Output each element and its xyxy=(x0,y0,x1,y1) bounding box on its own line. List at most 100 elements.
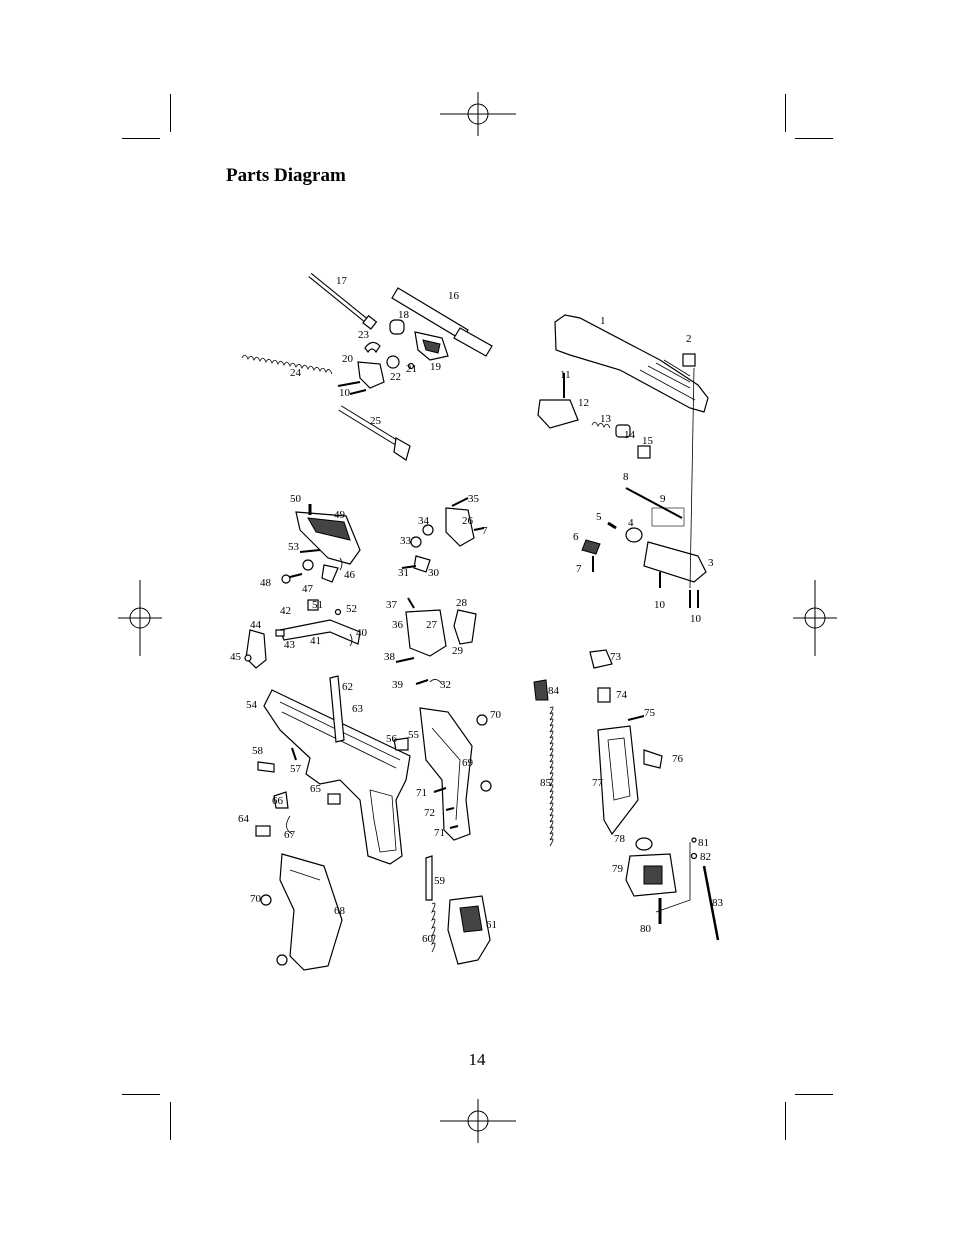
part-label: 66 xyxy=(272,795,284,807)
part-label: 44 xyxy=(250,619,262,631)
crop-mark xyxy=(170,1102,171,1140)
part-label: 45 xyxy=(230,651,242,663)
part-label: 57 xyxy=(290,763,302,775)
part-block xyxy=(357,361,385,389)
part-label: 32 xyxy=(440,679,451,691)
part-label: 68 xyxy=(334,905,346,917)
part-label: 49 xyxy=(334,509,346,521)
part-label: 62 xyxy=(342,681,353,693)
part-label: 71 xyxy=(416,787,427,799)
part-label: 14 xyxy=(624,429,636,441)
part-label: 70 xyxy=(490,709,502,721)
part-recoil-spring xyxy=(241,354,333,375)
crop-mark xyxy=(795,1094,833,1095)
page-number: 14 xyxy=(468,1050,486,1069)
crop-mark xyxy=(170,94,171,132)
part-label: 13 xyxy=(600,413,612,425)
part-label: 10 xyxy=(690,613,702,625)
part-label: 43 xyxy=(284,639,296,651)
part-label: 12 xyxy=(578,397,589,409)
part-label: 73 xyxy=(610,651,622,663)
part-label: 25 xyxy=(370,415,382,427)
part-right-grip xyxy=(419,707,473,841)
crop-mark xyxy=(785,1102,786,1140)
part-label: 78 xyxy=(614,833,626,845)
part-label: 47 xyxy=(302,583,314,595)
part-outer-barrel xyxy=(391,287,493,357)
part-label: 8 xyxy=(623,471,629,483)
part-label: 61 xyxy=(486,919,497,931)
part-label: 35 xyxy=(468,493,480,505)
page-title: Parts Diagram xyxy=(226,165,346,186)
part-label: 79 xyxy=(612,863,624,875)
part-label: 24 xyxy=(290,367,302,379)
part-frame xyxy=(263,689,411,865)
part-label: 16 xyxy=(448,290,460,302)
part-label: 80 xyxy=(640,923,652,935)
crop-mark xyxy=(122,138,160,139)
part-label: 64 xyxy=(238,813,250,825)
part-left-grip xyxy=(279,853,343,971)
part-label: 74 xyxy=(616,689,628,701)
part-slide xyxy=(554,314,709,413)
part-label: 29 xyxy=(452,645,464,657)
part-label: 83 xyxy=(712,897,724,909)
part-label: 55 xyxy=(408,729,420,741)
part-label: 7 xyxy=(576,563,582,575)
part-label: 65 xyxy=(310,783,322,795)
part-label: 9 xyxy=(660,493,666,505)
part-label: 5 xyxy=(596,511,602,523)
part-label: 4 xyxy=(628,517,634,529)
part-hop-up xyxy=(537,399,579,429)
part-label: 56 xyxy=(386,733,398,745)
part-label: 76 xyxy=(672,753,684,765)
part-label: 18 xyxy=(398,309,410,321)
part-label: 50 xyxy=(290,493,302,505)
part-sear xyxy=(445,507,475,547)
part-hammer-housing xyxy=(405,609,447,657)
part-label: 70 xyxy=(250,893,262,905)
part-rear-sight xyxy=(682,353,696,367)
part-label: 54 xyxy=(246,699,258,711)
part-label: 48 xyxy=(260,577,272,589)
part-label: 59 xyxy=(434,875,446,887)
part-magazine xyxy=(597,725,639,836)
part-label: 10 xyxy=(654,599,666,611)
part-barrel xyxy=(308,273,378,330)
part-plate xyxy=(581,539,601,555)
part-label: 23 xyxy=(358,329,370,341)
part-label: 69 xyxy=(462,757,474,769)
crop-mark xyxy=(785,94,786,132)
part-label: 6 xyxy=(573,531,579,543)
part-label: 10 xyxy=(339,387,351,399)
part-piston-head xyxy=(625,527,643,543)
part-label: 21 xyxy=(406,363,417,375)
part-rod xyxy=(625,487,683,519)
part-trigger-bar xyxy=(279,619,361,645)
registration-mark-icon xyxy=(118,580,162,656)
parts-diagram: 1 2 3 4 5 6 7 7 8 9 10 10 10 11 12 13 14… xyxy=(230,273,724,971)
part-clip xyxy=(364,341,381,354)
part-washer xyxy=(386,355,400,369)
part-label: 19 xyxy=(430,361,442,373)
part-label: 27 xyxy=(426,619,438,631)
part-slide-insert xyxy=(643,541,707,583)
part-label: 72 xyxy=(424,807,435,819)
part-label: 51 xyxy=(312,599,323,611)
part-label: 85 xyxy=(540,777,552,789)
part-label: 1 xyxy=(600,315,606,327)
part-label: 34 xyxy=(418,515,430,527)
part-label: 52 xyxy=(346,603,357,615)
part-label: 84 xyxy=(548,685,560,697)
part-number-labels: 1 2 3 4 5 6 7 7 8 9 10 10 10 11 12 13 14… xyxy=(230,275,724,945)
part-guide-rod xyxy=(393,437,411,461)
crop-mark xyxy=(122,1094,160,1095)
part-label: 26 xyxy=(462,515,474,527)
part-magazine-spring xyxy=(549,706,554,847)
part-label: 42 xyxy=(280,605,291,617)
part-slide-stop xyxy=(329,675,345,743)
part-spring xyxy=(591,421,611,429)
part-label: 63 xyxy=(352,703,364,715)
part-label: 46 xyxy=(344,569,356,581)
